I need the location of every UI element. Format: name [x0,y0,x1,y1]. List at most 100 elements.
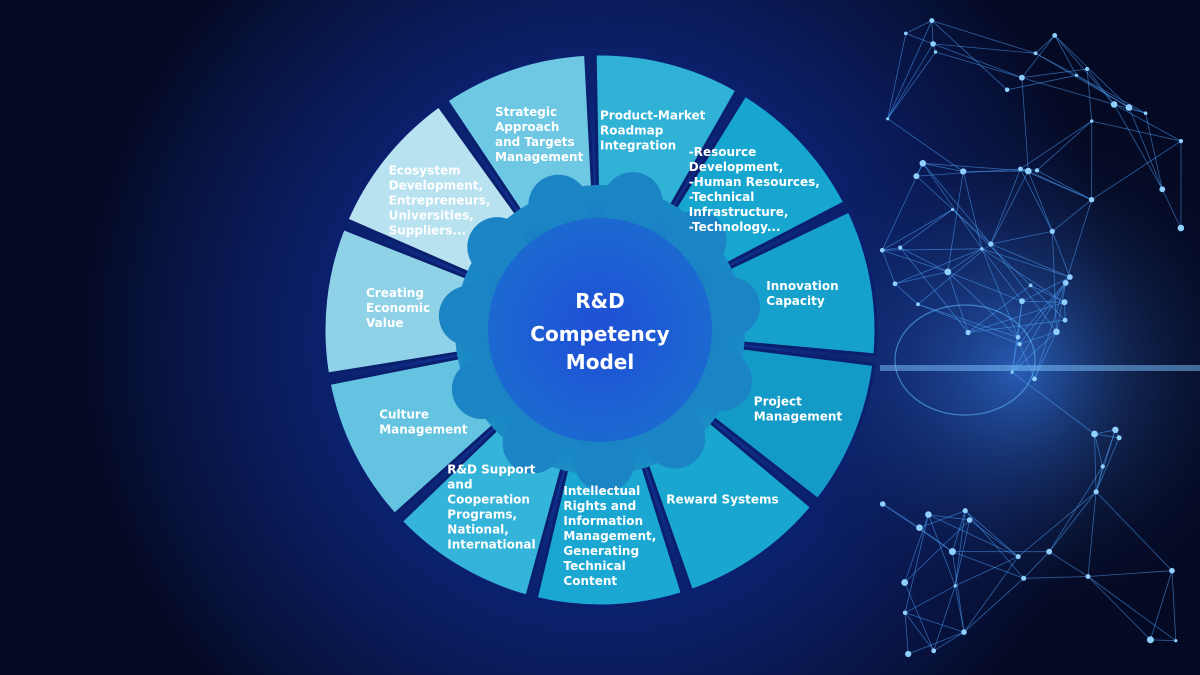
network-link [922,163,983,250]
inner-lobe-4 [691,350,752,411]
network-node [1062,317,1068,323]
network-link [967,285,1031,333]
network-node [962,508,968,514]
network-node [1018,166,1023,172]
network-node [905,650,912,658]
segment-7-label-line-2: and [447,478,472,492]
network-link [1102,429,1116,467]
network-link [1011,282,1067,373]
network-node [1116,435,1122,441]
network-link [963,556,1019,633]
network-link [1051,231,1057,332]
segment-labels: Product-MarketRoadmapIntegration-Resourc… [366,105,842,588]
network-link [964,510,1025,579]
network-link [904,612,909,655]
network-link [1094,433,1097,492]
network-node [1034,168,1040,173]
network-link [954,510,966,586]
segment-8-label-line-1: Culture [379,408,429,422]
network-link [1087,570,1173,577]
network-link [947,271,969,333]
network-node [1088,197,1095,203]
segment-11-label-line-4: Management [495,150,584,164]
network-node [1169,567,1175,574]
network-link [931,20,1008,91]
network-link [990,231,1053,245]
network-node [960,168,967,175]
network-link [887,51,936,120]
network-link [881,250,896,284]
network-node [1049,228,1055,234]
network-link [1028,170,1092,201]
network-link [887,33,907,119]
network-node [1025,167,1032,175]
network-node [1052,33,1058,38]
network-link [1020,120,1092,170]
network-node [1085,67,1090,71]
network-link [931,20,934,44]
network-link [981,248,1065,303]
network-link [1087,576,1151,641]
network-link [1017,491,1097,557]
network-link [1017,301,1023,338]
network-node [1125,104,1133,111]
network-link [981,248,1071,278]
network-link [922,162,964,172]
network-node [988,241,994,247]
network-node [930,41,936,47]
network-node [1015,554,1021,560]
segment-1-label-line-2: Roadmap [600,123,664,137]
network-link [1019,331,1057,345]
network-link [917,303,1020,345]
network-node [901,579,909,586]
network-node [1146,636,1154,644]
network-link [1054,35,1130,108]
network-link [981,248,1019,338]
network-link [1094,429,1116,435]
segment-11-label-line-1: Strategic [495,105,557,119]
network-link [990,243,1057,333]
segment-7-label-line-3: Cooperation [447,493,530,507]
network-link [1094,433,1120,439]
inner-lobe-1 [602,172,663,233]
network-link [1020,168,1053,232]
network-link [1150,639,1176,642]
center-title-line-1: R&D [575,289,624,313]
network-link [1035,35,1055,54]
network-link [899,209,953,248]
network-node [1174,639,1178,643]
network-node [892,281,898,287]
segment-6-label-line-3: Information [563,514,643,528]
network-node [1004,87,1010,93]
network-link [1048,551,1089,577]
network-link [887,43,934,120]
segment-7-label-line-5: National, [447,523,509,537]
segment-5-label-line-1: Reward Systems [666,492,778,506]
network-link [887,118,964,172]
network-node [1067,274,1073,280]
network-link [922,163,992,245]
segment-1-label-line-3: Integration [600,138,676,152]
network-node [953,584,957,588]
network-link [1161,189,1182,229]
network-link [1095,491,1173,571]
network-node [1110,101,1118,108]
segment-11-label-line-3: and Targets [495,135,575,149]
network-node [1075,73,1079,77]
network-link [882,247,901,251]
network-link [1054,35,1077,76]
network-link [928,514,956,586]
segment-8-label-line-2: Management [379,423,468,437]
network-node [1143,111,1148,115]
network-link [894,283,919,305]
segment-11-label-line-2: Approach [495,120,559,134]
network-node [1019,74,1025,81]
segment-7-label-line-1: R&D Support [447,463,535,477]
network-node [916,524,923,531]
network-link [900,247,948,273]
network-link [969,519,1019,557]
network-link [1030,285,1065,303]
network-node [879,248,885,253]
segment-7-label-line-6: International [447,538,535,552]
network-link [962,171,983,249]
